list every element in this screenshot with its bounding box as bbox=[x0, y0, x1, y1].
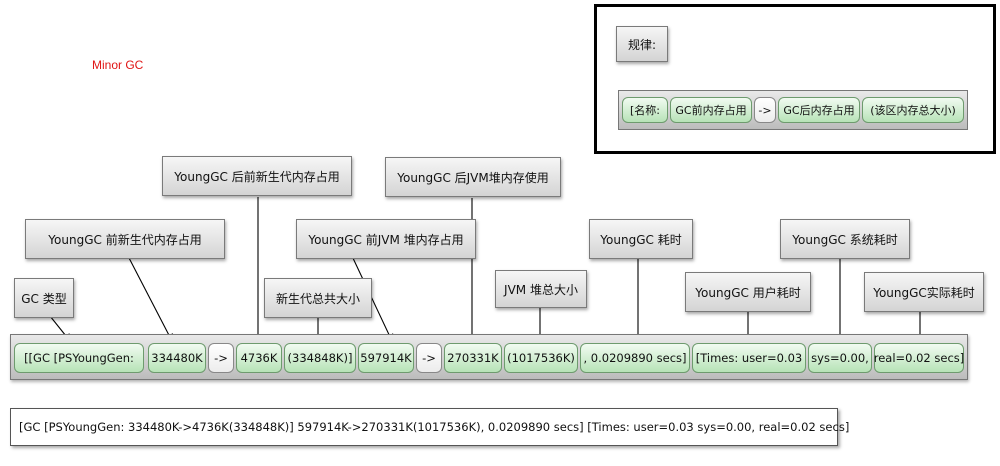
seg-heap-after: 270331K bbox=[444, 343, 502, 373]
seg-real-time: real=0.02 secs] bbox=[874, 343, 964, 373]
label-user-time: YoungGC 用户耗时 bbox=[685, 272, 811, 312]
seg-young-total: (334848K)] bbox=[284, 343, 356, 373]
label-real-time: YoungGC实际耗时 bbox=[864, 272, 984, 312]
seg-heap-total: (1017536K) bbox=[504, 343, 578, 373]
rule-seg-before: GC前内存占用 bbox=[670, 97, 752, 123]
label-duration: YoungGC 耗时 bbox=[589, 219, 693, 259]
seg-young-after: 4736K bbox=[236, 343, 282, 373]
seg-heap-before: 597914K bbox=[358, 343, 414, 373]
seg-user-time: [Times: user=0.03 bbox=[692, 343, 806, 373]
label-heap-after: YoungGC 后JVM堆内存使用 bbox=[385, 157, 561, 197]
seg-gc-name: [[GC [PSYoungGen: bbox=[14, 343, 144, 373]
rule-seg-name: [名称: bbox=[622, 97, 668, 123]
seg-sys-time: sys=0.00, bbox=[808, 343, 872, 373]
rule-seg-arrow: -> bbox=[754, 97, 776, 123]
label-heap-total: JVM 堆总大小 bbox=[495, 270, 587, 308]
seg-young-before: 334480K bbox=[148, 343, 206, 373]
rule-heading: 规律: bbox=[616, 26, 668, 62]
raw-log-line: [GC [PSYoungGen: 334480K->4736K(334848K)… bbox=[10, 408, 849, 446]
rule-seg-after: GC后内存占用 bbox=[778, 97, 860, 123]
label-young-after: YoungGC 后前新生代内存占用 bbox=[162, 156, 352, 196]
seg-arrow-2: -> bbox=[416, 343, 442, 373]
rule-seg-total: (该区内存总大小) bbox=[862, 97, 964, 123]
label-gc-type: GC 类型 bbox=[14, 278, 74, 318]
label-heap-before: YoungGC 前JVM 堆内存占用 bbox=[296, 219, 476, 259]
label-young-before: YoungGC 前新生代内存占用 bbox=[25, 219, 225, 259]
diagram-title: Minor GC bbox=[92, 58, 144, 72]
label-sys-time: YoungGC 系统耗时 bbox=[780, 219, 910, 259]
seg-arrow-1: -> bbox=[208, 343, 234, 373]
arrow-young-before bbox=[127, 255, 174, 343]
label-young-total: 新生代总共大小 bbox=[264, 278, 372, 318]
seg-duration: , 0.0209890 secs] bbox=[580, 343, 690, 373]
